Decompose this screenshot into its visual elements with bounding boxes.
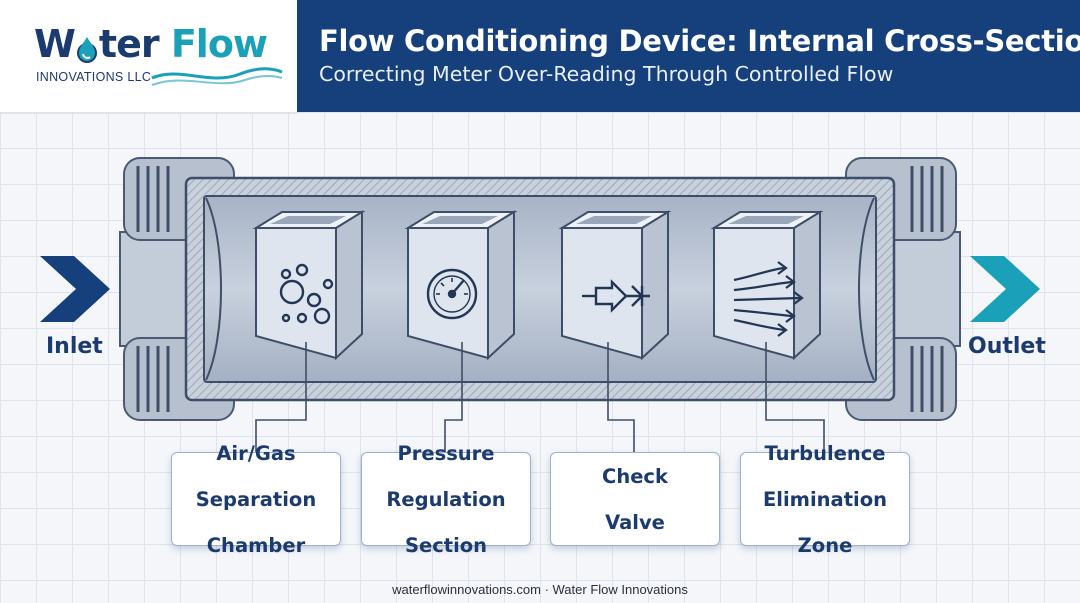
bubbles-icon (279, 263, 334, 325)
module-air-gas (252, 210, 366, 361)
module-turbulence (710, 210, 824, 361)
device-cross-section (40, 157, 1040, 454)
outlet-end-cap (858, 197, 875, 381)
inlet-arrow-icon (40, 256, 110, 322)
logo-subtitle: INNOVATIONS LLC (36, 70, 152, 84)
check-valve-icon (582, 279, 650, 313)
footer-credit: waterflowinnovations.com · Water Flow In… (392, 582, 688, 597)
wave-icon (151, 67, 283, 86)
inlet-label: Inlet (46, 334, 103, 359)
inlet-end-cap (205, 197, 222, 381)
coupling-threads (136, 166, 944, 412)
internal-chamber (203, 195, 877, 383)
module-check-valve (558, 210, 672, 361)
outlet-arrow-icon (970, 256, 1040, 322)
callout-leader-lines (255, 342, 825, 454)
title-banner: Flow Conditioning Device: Internal Cross… (297, 0, 1080, 112)
flow-lines-icon (733, 261, 804, 337)
page-title: Flow Conditioning Device: Internal Cross… (319, 24, 1080, 58)
page-subtitle: Correcting Meter Over-Reading Through Co… (319, 62, 894, 86)
module-pressure (404, 210, 518, 361)
outlet-label: Outlet (968, 334, 1046, 359)
pressure-gauge-icon (426, 268, 478, 320)
water-drop-icon (76, 37, 97, 63)
